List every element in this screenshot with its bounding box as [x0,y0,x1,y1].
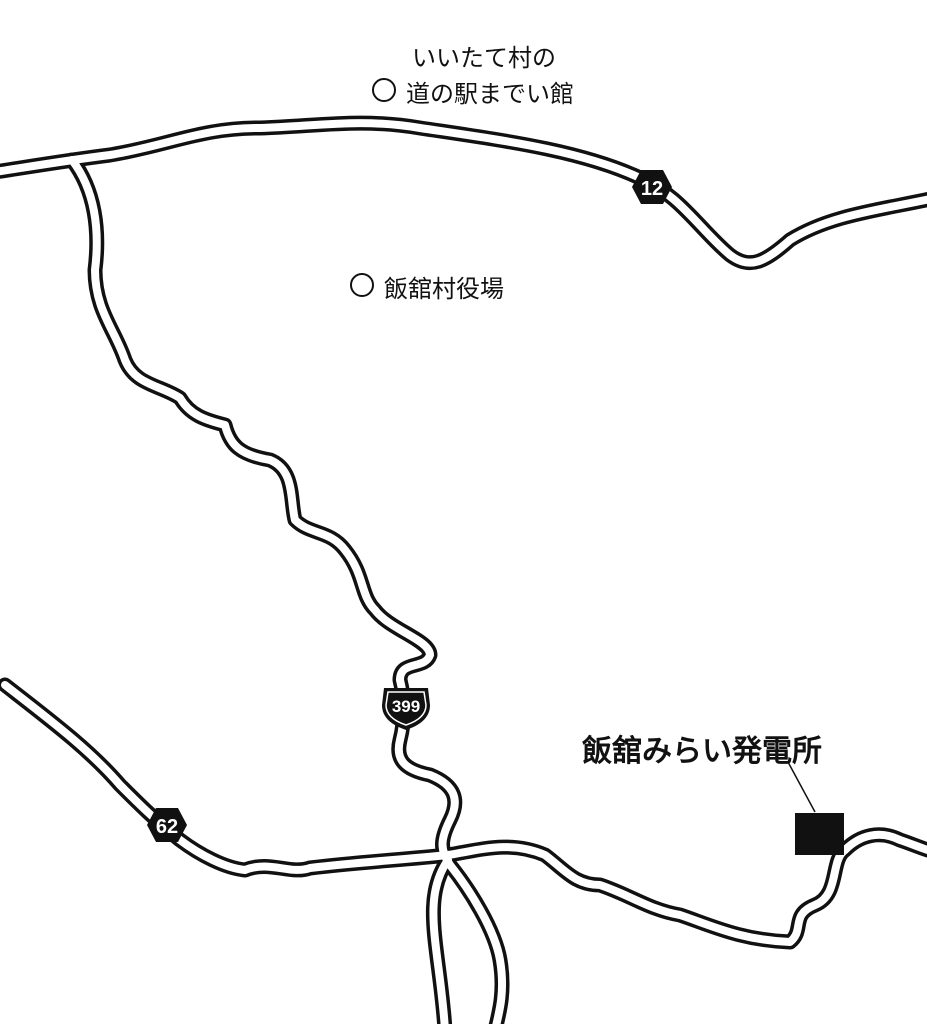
route-12-number: 12 [641,178,663,200]
route-12-shield-icon: 12 [632,170,672,204]
village-office-label: 飯舘村役場 [384,275,504,303]
route-62-number: 62 [156,816,178,838]
route-62-road [0,677,927,950]
michinoeki-label-line1: いいたて村の [412,44,556,72]
power-plant-leader-line [787,761,816,813]
michinoeki-label-line2: 道の駅までい館 [406,80,574,108]
power-plant-label: 飯舘みらい発電所 [582,734,822,769]
route-399-number: 399 [392,697,420,716]
village-office-marker-icon [350,273,374,297]
michinoeki-marker-icon [372,78,396,102]
route-62-shield-icon: 62 [147,808,187,842]
power-plant-marker-icon [795,813,844,855]
route-399-shield-icon: 399 [382,688,430,730]
